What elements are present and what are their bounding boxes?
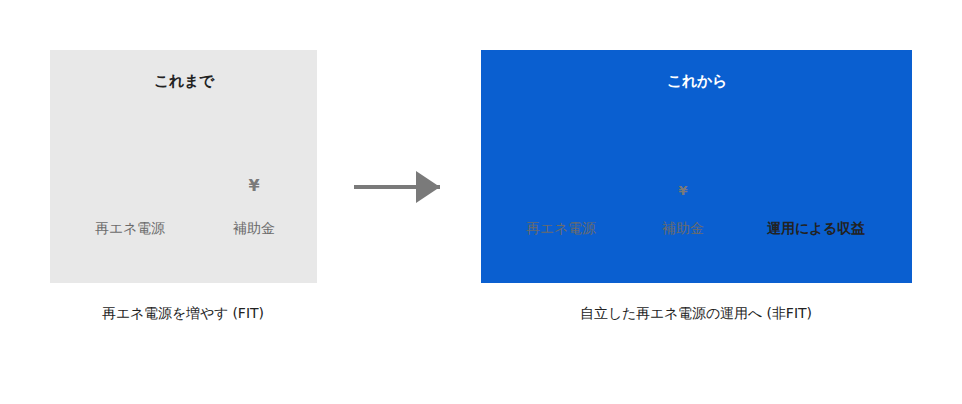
flow-arrow [354, 185, 440, 189]
item-label: 再エネ電源 [95, 220, 165, 238]
panel-heading: これまで [50, 72, 317, 91]
yen-symbol: ¥ [678, 183, 687, 198]
item-label: 補助金 [662, 220, 704, 238]
yen-symbol: ¥ [854, 145, 862, 159]
panel: これから [481, 50, 912, 283]
item-label: 再エネ電源 [526, 220, 596, 238]
panel-heading: これから [481, 72, 912, 91]
caption: 自立した再エネ電源の運用へ (非FIT) [556, 298, 836, 328]
item-label: 補助金 [233, 220, 275, 238]
panel: これまで [50, 50, 317, 283]
yen-symbol: ¥ [248, 176, 259, 195]
item-label: 運用による収益 [767, 220, 865, 238]
caption: 再エネ電源を増やす (FIT) [93, 298, 273, 328]
